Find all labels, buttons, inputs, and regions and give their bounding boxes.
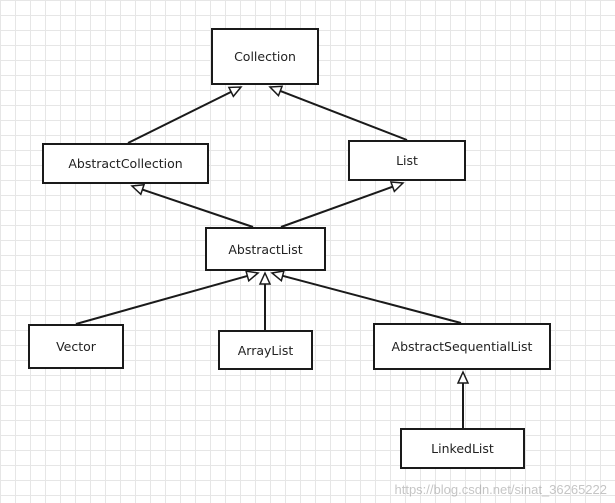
node-collection: Collection xyxy=(211,28,319,85)
edge-abstract_list-to-abstract_collection xyxy=(130,183,254,228)
connector-line xyxy=(127,90,232,144)
node-label: Vector xyxy=(56,339,96,354)
node-linked-list: LinkedList xyxy=(400,428,525,469)
node-label: ArrayList xyxy=(237,342,294,358)
connector-line xyxy=(280,185,393,228)
edge-linked_list-to-abstract_sequential_list xyxy=(456,370,470,428)
node-vector: Vector xyxy=(28,324,124,369)
edge-vector-to-abstract_list xyxy=(75,270,260,325)
node-label: AbstractSequentialList xyxy=(391,339,533,354)
connector-line xyxy=(75,275,248,325)
connector-line xyxy=(282,274,462,324)
node-label: AbstractList xyxy=(228,241,303,257)
edge-abstract_list-to-list xyxy=(280,181,405,228)
node-abstract-collection: AbstractCollection xyxy=(42,143,209,184)
edge-list-to-collection xyxy=(268,85,408,141)
node-label: List xyxy=(396,153,418,168)
node-array-list: ArrayList xyxy=(218,330,313,370)
hollow-arrowhead-icon xyxy=(258,271,272,285)
edge-abstract_sequential_list-to-abstract_list xyxy=(270,270,462,324)
node-label: Collection xyxy=(234,49,296,64)
connector-line xyxy=(279,90,408,141)
watermark: https://blog.csdn.net/sinat_36265222 xyxy=(394,482,608,497)
edge-array_list-to-abstract_list xyxy=(258,271,272,330)
hollow-arrowhead-icon xyxy=(227,86,243,98)
hollow-arrowhead-icon xyxy=(245,270,260,283)
node-abstract-sequential-list: AbstractSequentialList xyxy=(373,323,551,370)
node-label: LinkedList xyxy=(431,441,494,456)
node-list: List xyxy=(348,140,466,181)
hollow-arrowhead-icon xyxy=(389,181,405,193)
connector-line xyxy=(142,188,254,228)
hollow-arrowhead-icon xyxy=(268,85,284,97)
node-abstract-list: AbstractList xyxy=(205,227,326,271)
hollow-arrowhead-icon xyxy=(456,370,470,384)
hollow-arrowhead-icon xyxy=(270,270,285,282)
node-label: AbstractCollection xyxy=(68,156,183,171)
hollow-arrowhead-icon xyxy=(130,183,146,196)
edge-abstract_collection-to-collection xyxy=(127,86,243,144)
